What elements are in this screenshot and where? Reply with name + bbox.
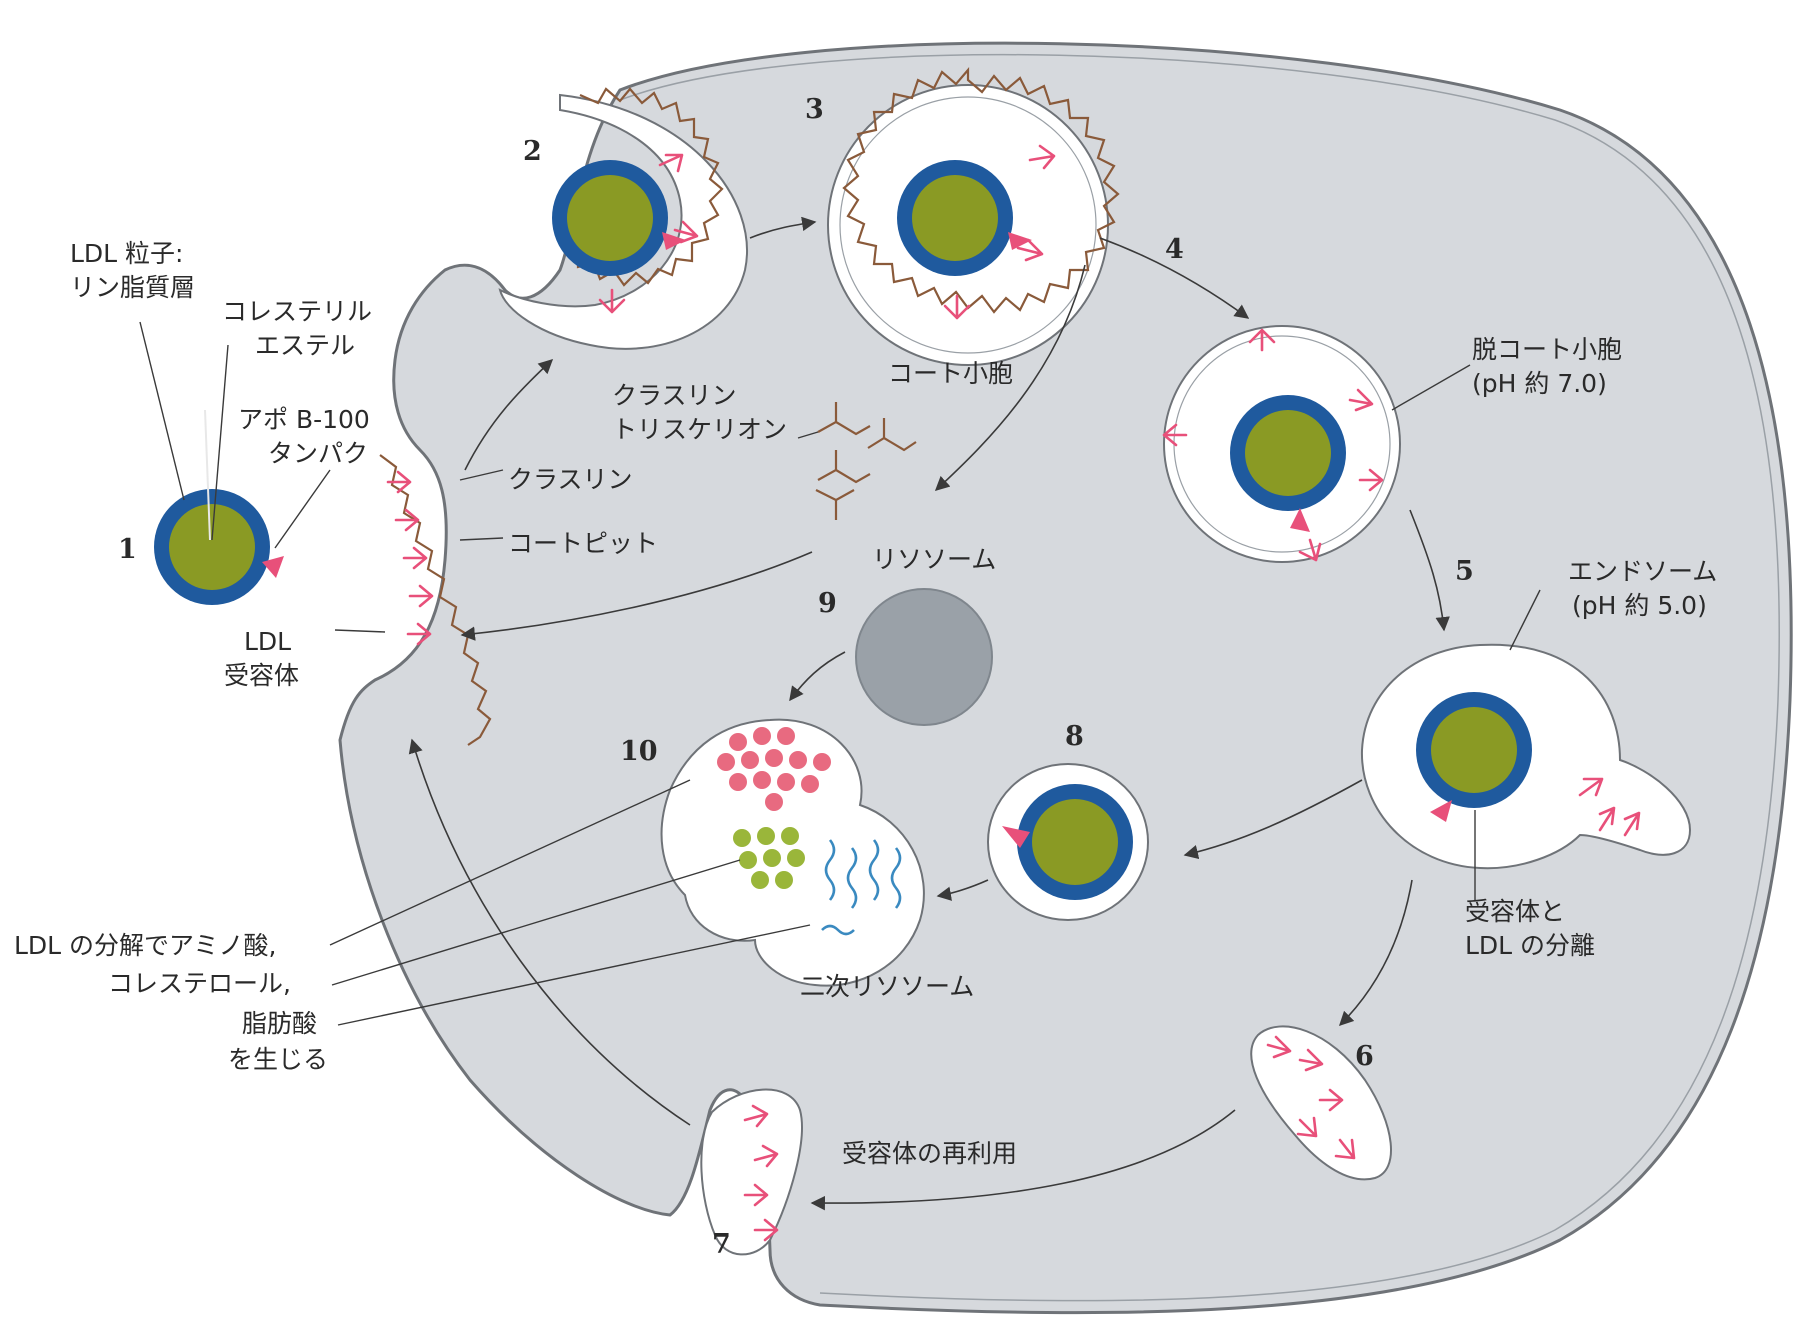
label-triskelion: トリスケリオン	[612, 415, 787, 444]
step-number: 1	[118, 534, 137, 565]
recycling-pit	[700, 1088, 803, 1256]
label-coated-pit: コートピット	[508, 529, 658, 558]
leader-lines	[139, 321, 1541, 1026]
clathrin-triskelions	[815, 402, 917, 520]
uncoated-vesicle	[1162, 325, 1401, 563]
step-number: 6	[1355, 1041, 1374, 1072]
label-coated-vesicle: コート小胞	[888, 359, 1013, 388]
step-numbers: 1 2 3 4 5 6 7 8 9 10	[118, 94, 1474, 1260]
step-number: 8	[1065, 721, 1084, 752]
secondary-lysosome	[660, 718, 925, 987]
label-separation: LDL の分離	[1465, 931, 1595, 960]
label-cholesteryl-ester: コレステリル	[222, 297, 372, 326]
endosome	[1360, 643, 1692, 870]
label-clathrin: クラスリン	[508, 465, 633, 494]
label-secondary-lysosome: 二次リソソーム	[800, 972, 974, 1001]
label-uncoated-vesicle: 脱コート小胞	[1472, 335, 1622, 364]
cholesterol-dots	[733, 827, 805, 889]
label-uncoated-vesicle: (pH 約 7.0)	[1472, 369, 1607, 398]
receptor-vesicle	[1250, 1025, 1392, 1181]
label-triskelion: クラスリン	[612, 381, 737, 410]
process-arrows	[408, 216, 1450, 1211]
label-separation: 受容体と	[1465, 897, 1565, 926]
label-products: LDL の分解でアミノ酸,	[14, 931, 277, 960]
label-products: コレステロール,	[108, 969, 291, 998]
cell-membrane-inner	[619, 53, 1780, 1302]
coated-pit	[379, 454, 492, 746]
label-endosome: (pH 約 5.0)	[1572, 591, 1707, 620]
label-recycling: 受容体の再利用	[842, 1139, 1017, 1168]
label-endosome: エンドソーム	[1568, 557, 1717, 586]
ldl-vesicle	[987, 763, 1149, 921]
label-apo-b100: タンパク	[268, 439, 368, 468]
label-lysosome: リソソーム	[872, 545, 996, 574]
coated-pit-2	[498, 87, 748, 350]
fatty-acid-squiggles	[821, 839, 902, 936]
label-ldl-particle: リン脂質層	[70, 273, 195, 302]
step-number: 5	[1455, 556, 1474, 587]
label-ldl-receptor: LDL	[244, 627, 291, 656]
step-number: 10	[620, 736, 658, 767]
step-number: 2	[523, 136, 542, 167]
amino-acid-dots	[717, 727, 831, 811]
coated-vesicle	[827, 67, 1120, 366]
label-ldl-particle: LDL 粒子:	[70, 239, 183, 268]
label-ldl-receptor: 受容体	[224, 661, 299, 690]
step-number: 3	[805, 94, 824, 125]
label-products: を生じる	[228, 1045, 328, 1074]
step-number: 9	[818, 588, 837, 619]
step-number: 4	[1165, 234, 1184, 265]
step-number: 7	[712, 1229, 731, 1260]
cell-membrane	[338, 41, 1793, 1315]
ldl-particle-1	[154, 409, 284, 605]
lysosome	[855, 588, 993, 726]
label-products: 脂肪酸	[242, 1009, 317, 1038]
label-cholesteryl-ester: エステル	[255, 331, 355, 360]
label-apo-b100: アポ B-100	[238, 405, 370, 434]
labels: LDL 粒子: リン脂質層 コレステリル エステル アポ B-100 タンパク …	[14, 239, 1717, 1168]
